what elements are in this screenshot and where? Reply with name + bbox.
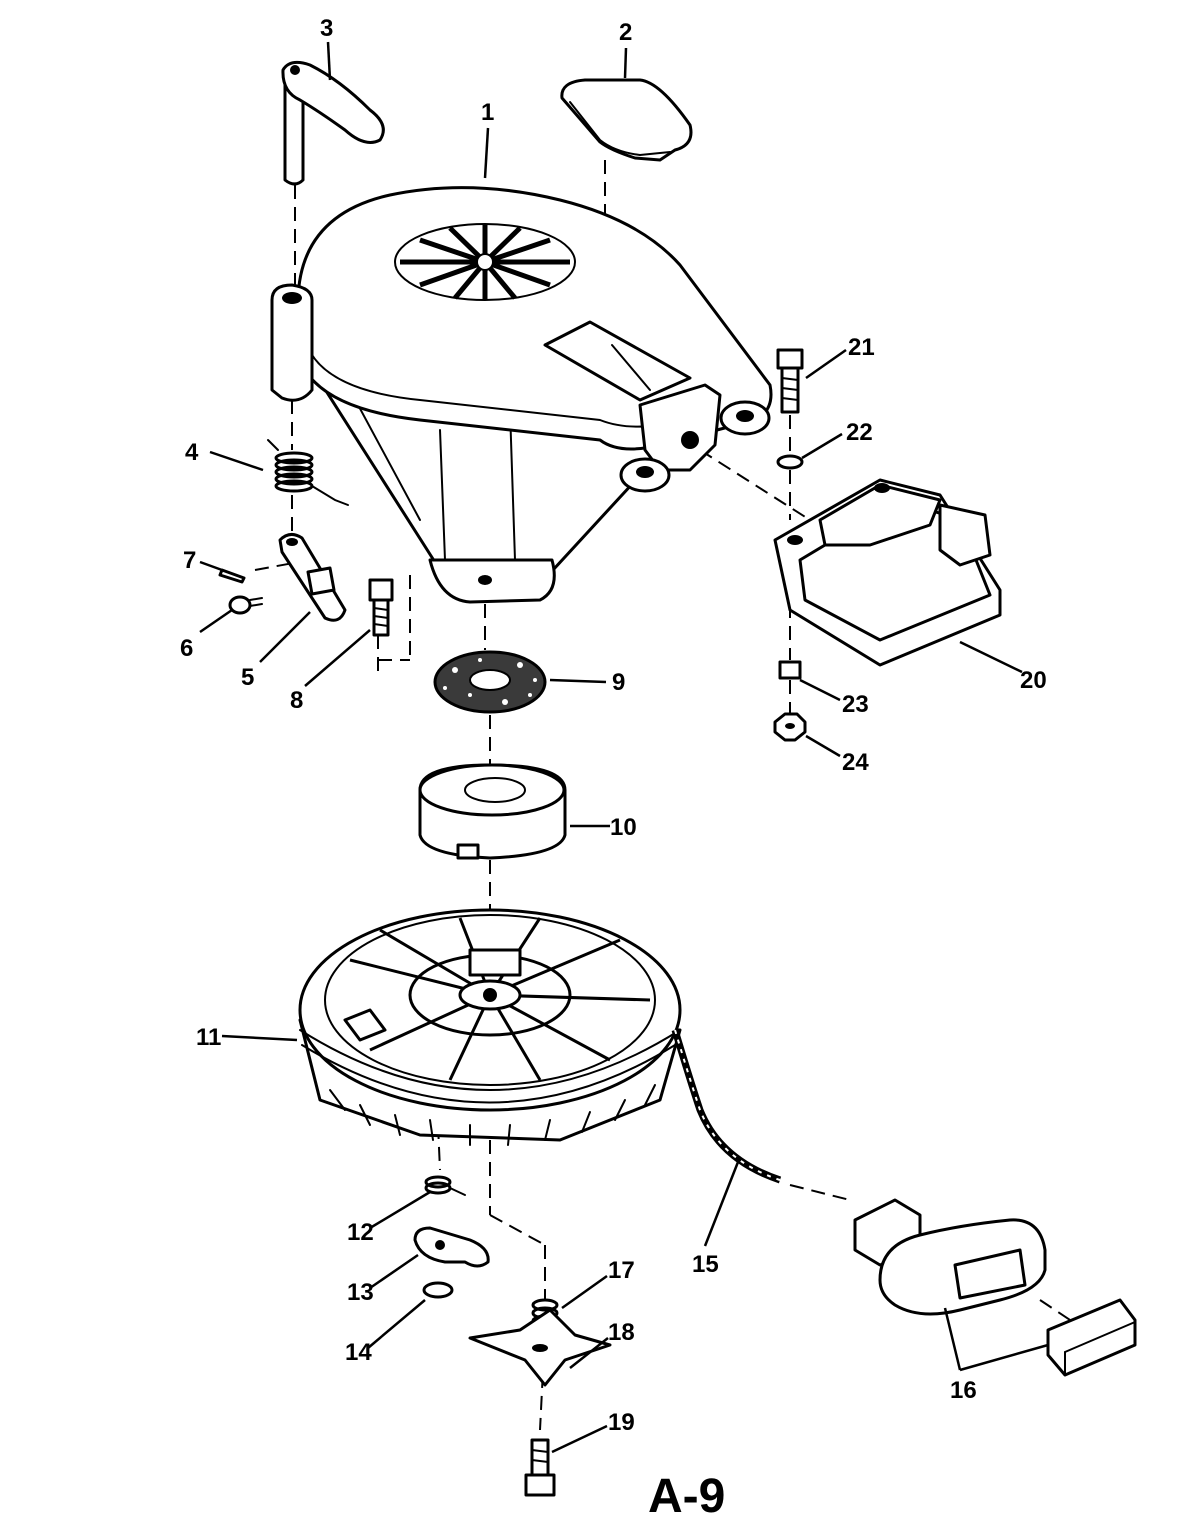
callout-19: 19	[608, 1409, 635, 1436]
callout-numbers: 1 2 3 4 5 6 7 8 9 10 11 12 13 14 15 16 1…	[180, 15, 1047, 1436]
figure-label: A-9	[648, 1470, 725, 1523]
lockout-arm	[278, 533, 347, 622]
rope-pulley	[298, 908, 682, 1146]
callout-12: 12	[347, 1219, 374, 1246]
callout-15: 15	[692, 1251, 719, 1278]
callout-leaders	[199, 41, 1049, 1454]
callout-17: 17	[608, 1257, 635, 1284]
callout-9: 9	[612, 669, 625, 696]
callout-11: 11	[196, 1024, 221, 1051]
spring-cup	[418, 763, 567, 860]
washer	[776, 454, 804, 470]
air-vent-star	[394, 223, 576, 301]
callout-18: 18	[608, 1319, 635, 1346]
callout-22: 22	[846, 419, 873, 446]
retaining-ring	[422, 1281, 454, 1299]
pulley-bolt	[524, 1438, 556, 1497]
callout-2: 2	[619, 19, 632, 46]
retainer-plate	[468, 1308, 612, 1387]
callout-13: 13	[347, 1279, 374, 1306]
screw	[228, 595, 263, 615]
callout-23: 23	[842, 691, 869, 718]
starter-handle	[853, 1198, 1137, 1377]
callout-21: 21	[848, 334, 875, 361]
spacer	[778, 660, 802, 680]
spring	[267, 439, 349, 506]
locknut	[773, 712, 807, 742]
bolt	[368, 578, 394, 637]
callout-1: 1	[481, 99, 494, 126]
callout-8: 8	[290, 687, 303, 714]
lockout-lever	[281, 60, 385, 186]
pawl	[413, 1226, 490, 1268]
callout-20: 20	[1020, 667, 1047, 694]
pin	[218, 568, 246, 584]
callout-14: 14	[345, 1339, 372, 1366]
callout-24: 24	[842, 749, 869, 776]
cover-plate	[560, 78, 693, 162]
callout-4: 4	[185, 439, 199, 466]
friction-washer	[433, 650, 547, 714]
callout-6: 6	[180, 635, 193, 662]
starter-rope	[671, 1028, 782, 1184]
starter-housing	[270, 186, 773, 604]
callout-3: 3	[320, 15, 333, 42]
pawl-spring	[424, 1175, 466, 1196]
mounting-bracket	[773, 478, 1002, 667]
callout-5: 5	[241, 664, 254, 691]
callout-16: 16	[950, 1377, 977, 1404]
bracket-bolt	[776, 348, 804, 414]
callout-10: 10	[610, 814, 637, 841]
callout-7: 7	[183, 547, 196, 574]
